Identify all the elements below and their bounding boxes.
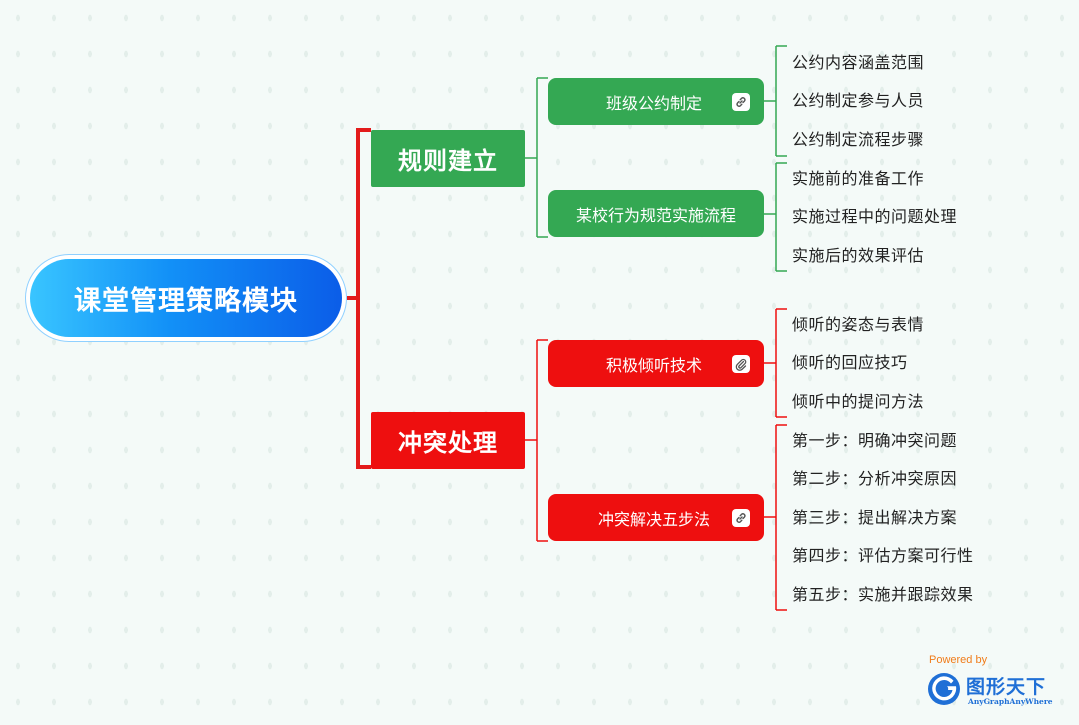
paperclip-icon[interactable] [732, 354, 750, 373]
topic-label: 班级公约制定 [605, 93, 702, 113]
brand-logo-icon[interactable] [926, 671, 962, 707]
leaf-item[interactable]: 实施后的效果评估 [792, 246, 925, 265]
brand-subtitle: AnyGraphAnyWhere [968, 697, 1053, 706]
leaf-item[interactable]: 倾听的回应技巧 [792, 353, 908, 372]
leaf-item[interactable]: 第五步：实施并跟踪效果 [792, 585, 974, 604]
leaf-item[interactable]: 倾听的姿态与表情 [792, 315, 925, 334]
brand-name[interactable]: 图形天下 [966, 676, 1047, 698]
branch-label: 规则建立 [398, 147, 498, 175]
leaf-item[interactable]: 第二步：分析冲突原因 [792, 469, 958, 488]
branch-label: 冲突处理 [398, 429, 498, 457]
branch-connector-conflict [525, 308, 787, 611]
link-icon[interactable] [732, 508, 750, 527]
leaf-item[interactable]: 第四步：评估方案可行性 [792, 546, 974, 565]
topic-label: 某校行为规范实施流程 [575, 205, 736, 225]
branch-connector-rules [525, 45, 787, 272]
topic-node-class-convention[interactable]: 班级公约制定 [548, 78, 764, 125]
topic-node-five-steps[interactable]: 冲突解决五步法 [548, 494, 764, 541]
leaf-item[interactable]: 第三步：提出解决方案 [792, 508, 958, 527]
leaf-item[interactable]: 倾听中的提问方法 [792, 392, 925, 411]
root-label: 课堂管理策略模块 [30, 259, 342, 337]
topic-node-active-listening[interactable]: 积极倾听技术 [548, 340, 764, 387]
powered-by-text: Powered by [929, 654, 988, 666]
topic-label: 积极倾听技术 [605, 355, 702, 375]
leaf-item[interactable]: 公约制定流程步骤 [792, 130, 925, 149]
leaf-item[interactable]: 公约内容涵盖范围 [792, 53, 925, 72]
topic-node-behavior-norms[interactable]: 某校行为规范实施流程 [548, 190, 764, 237]
branch-node-rules[interactable]: 规则建立 [371, 130, 525, 187]
root-node[interactable]: 课堂管理策略模块 [25, 254, 347, 342]
leaf-item[interactable]: 第一步：明确冲突问题 [792, 431, 958, 450]
branch-node-conflict[interactable]: 冲突处理 [371, 412, 525, 469]
topic-label: 冲突解决五步法 [597, 509, 710, 529]
root-bracket [347, 128, 371, 469]
leaf-item[interactable]: 公约制定参与人员 [792, 91, 925, 110]
link-icon[interactable] [732, 92, 750, 111]
leaf-item[interactable]: 实施前的准备工作 [792, 169, 925, 188]
leaf-item[interactable]: 实施过程中的问题处理 [792, 207, 958, 226]
